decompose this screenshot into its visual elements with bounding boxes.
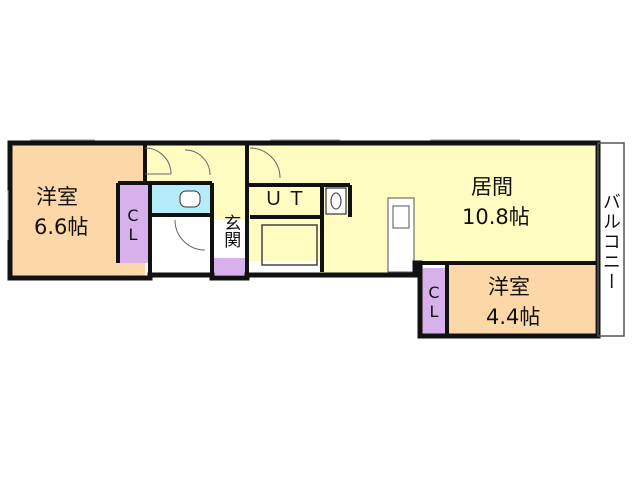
living-size: 10.8帖	[462, 205, 530, 229]
western-room-right-size: 4.4帖	[486, 305, 541, 329]
closet-left-area	[118, 185, 148, 263]
washbasin	[325, 187, 347, 215]
hall-floor	[212, 185, 247, 220]
western-room-left-size: 6.6帖	[34, 215, 89, 239]
door-swing	[174, 219, 206, 251]
western-room-left-name: 洋室	[36, 185, 78, 209]
closet-left-l: L	[128, 225, 138, 245]
closet-left-label: C L	[123, 206, 143, 244]
door-swing	[184, 149, 211, 176]
entrance-label-text: 玄関	[220, 214, 241, 248]
living-area	[247, 143, 595, 261]
bathtub	[261, 224, 318, 266]
hallway-area	[145, 143, 245, 185]
living-name: 居間	[471, 175, 513, 199]
toilet-fixture	[179, 190, 201, 208]
western-room-right-area	[447, 263, 595, 336]
kitchen-sink	[392, 205, 410, 229]
closet-right-c: C	[428, 283, 440, 302]
kitchen-counter	[387, 197, 415, 273]
western-room-right-name: 洋室	[488, 275, 530, 299]
door-swing	[144, 147, 172, 175]
balcony-label: バルコニー	[599, 192, 621, 292]
balcony-area	[597, 141, 625, 337]
closet-left-c: C	[127, 206, 139, 225]
entrance-label: 玄関	[219, 214, 241, 248]
closet-right-label: C L	[424, 283, 444, 321]
closet-right-area	[420, 268, 447, 336]
entrance-floor	[212, 258, 247, 275]
door-swing	[249, 147, 281, 179]
washbasin-bowl	[330, 192, 342, 210]
utility-label: ＵＴ	[264, 188, 311, 210]
balcony-frame	[597, 142, 625, 337]
closet-right-l: L	[429, 302, 439, 322]
